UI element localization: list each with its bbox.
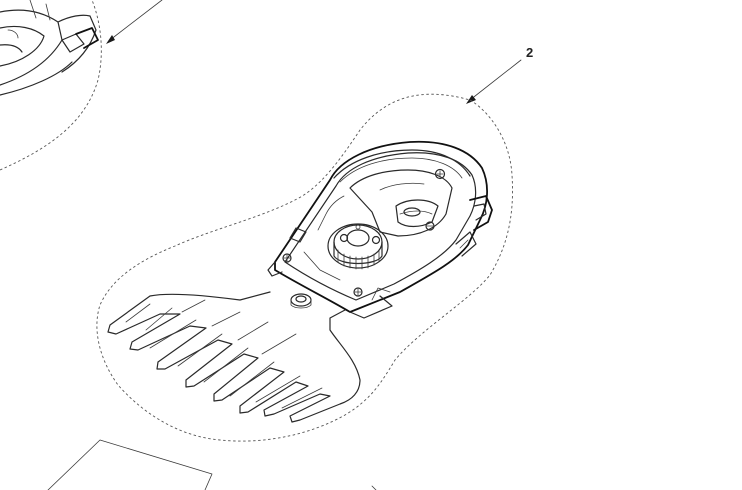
callout-2: 2: [466, 45, 533, 104]
upper-assembly-fragment: [0, 0, 163, 171]
drive-gear: [327, 223, 389, 270]
washer: [290, 293, 312, 309]
lower-fragment: [47, 439, 377, 490]
cutting-blade: [107, 291, 361, 423]
side-clip: [455, 195, 493, 257]
blade-housing: [274, 140, 488, 313]
part-2-group-outline: [96, 93, 513, 442]
callout-2-label: 2: [526, 45, 533, 60]
blade-assembly: [107, 140, 493, 423]
